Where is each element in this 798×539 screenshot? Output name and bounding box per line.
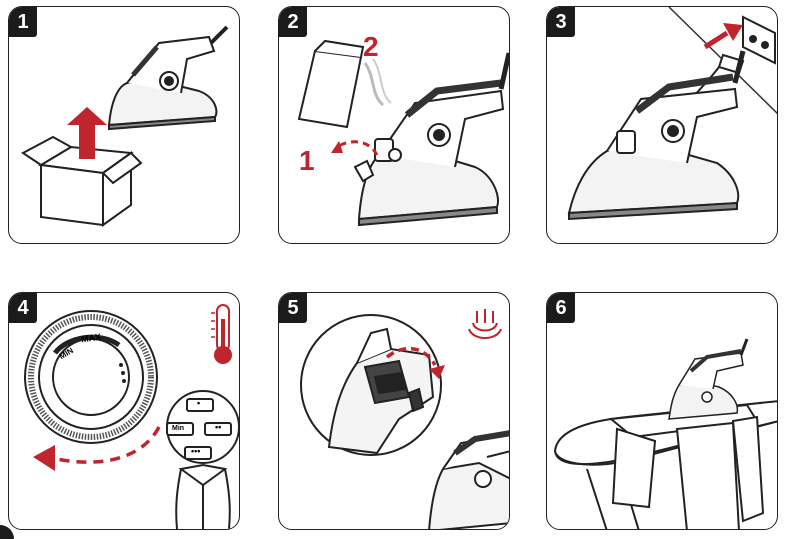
steam-iron-icon [353,52,509,227]
red-arrow-icon [336,140,379,156]
red-arrow-icon [703,30,729,50]
water-cup-icon [297,39,365,129]
step-number: 5 [279,293,307,323]
red-arrow-icon [385,346,437,366]
box-icon [21,135,143,227]
step-number: 6 [547,293,575,323]
steam-iron-icon [567,50,746,221]
step-label-second: 2 [363,31,379,62]
step-4-panel: 4 [8,292,240,530]
step-3-panel: 3 [546,6,778,244]
step-number: 4 [9,293,37,323]
thermometer-icon [211,304,232,364]
red-arrow-icon [56,426,161,464]
water-fill-illustration [297,39,509,227]
step-label-first: 1 [299,145,315,176]
guide-plus2-label: •• [215,422,222,432]
step-2-panel: 2 1 2 [278,6,510,244]
guide-plus1-label: • [197,398,201,408]
guide-min-label: Min [172,425,185,432]
unboxing-illustration [21,25,229,227]
wall-socket-icon [742,15,776,65]
ironing-board-illustration [553,338,777,529]
steam-iron-icon [107,25,229,131]
guide-plus3-label: ••• [191,446,201,456]
temperature-dial-icon [24,310,158,444]
steam-iron-icon [428,430,509,529]
step-6-panel: 6 [546,292,778,530]
fabric-guide-icon [166,390,239,529]
step-number: 3 [547,7,575,37]
plug-in-illustration [567,7,777,221]
steam-control-illustration [300,309,509,529]
steam-icon [468,309,502,339]
temperature-dial-illustration [24,304,239,529]
step-5-panel: 5 [278,292,510,530]
step-number: 1 [9,7,37,37]
step-1-panel: 1 [8,6,240,244]
step-number: 2 [279,7,307,37]
red-arrow-icon [67,107,107,159]
steam-iron-icon [668,338,749,420]
magnified-control-icon [300,314,442,456]
